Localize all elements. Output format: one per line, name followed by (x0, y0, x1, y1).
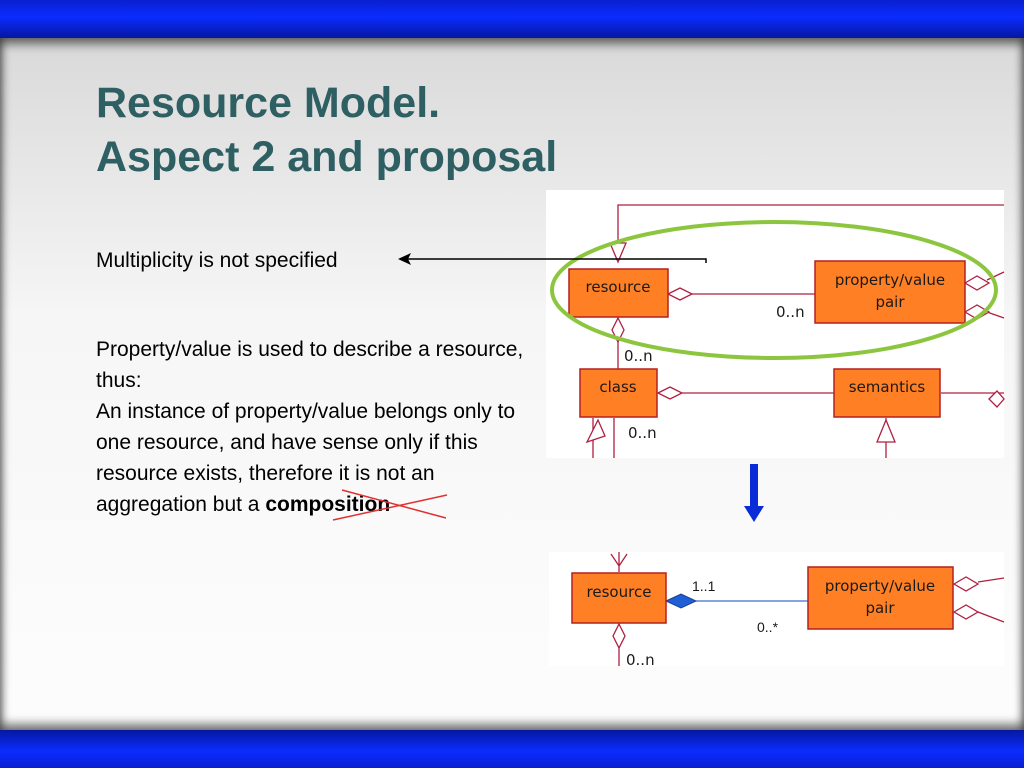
multiplicity-bottom-below: 0..n (626, 651, 655, 669)
multiplicity-one: 1..1 (692, 578, 716, 594)
class-box-resource (568, 268, 669, 318)
strike-line-2 (332, 494, 448, 521)
pointer-arrow-head (398, 253, 411, 265)
top-blue-band (0, 0, 1024, 38)
bottom-class-label-resource: resource (587, 583, 652, 601)
multiplicity-many: 0..* (757, 619, 779, 635)
aggregation-diamond-semantics-right (988, 390, 1005, 408)
multiplicity-class: 0..n (624, 347, 653, 365)
generalization-triangle-semantics (876, 418, 896, 443)
slide-title: Resource Model. Aspect 2 and proposal (96, 76, 557, 184)
down-arrow-head (744, 506, 764, 522)
multiplicity-note: Multiplicity is not specified (96, 249, 338, 272)
bottom-pv-diamond-1 (952, 576, 980, 592)
title-line-2: Aspect 2 and proposal (96, 133, 558, 181)
bottom-blue-band (0, 730, 1024, 768)
bottom-aggregation-diamond-down (612, 622, 626, 650)
highlight-ellipse (550, 220, 998, 360)
multiplicity-pv: 0..n (776, 303, 805, 321)
composition-diamond (664, 593, 698, 609)
bottom-pv-diamond-2 (952, 604, 980, 620)
bottom-class-label-pv-line1: property/value (825, 577, 935, 595)
composition-keyword: composition (265, 493, 391, 516)
pointer-arrow-line (408, 258, 707, 263)
inheritance-line-top (617, 204, 1004, 242)
paragraph-line-1: Property/value is used to describe a res… (96, 338, 524, 392)
class-label-pv-line1: property/value (835, 271, 945, 289)
title-line-1: Resource Model. (96, 79, 441, 127)
aggregation-diamond-pv-right-1 (963, 275, 991, 291)
down-arrow-shaft (750, 464, 758, 508)
aggregation-diamond-semantics (656, 386, 684, 400)
paragraph-line-2: An instance of property/value belongs on… (96, 396, 526, 520)
bottom-pv-right-lines (977, 577, 1005, 623)
bottom-class-box-resource (571, 572, 667, 624)
class-label-semantics: semantics (849, 378, 926, 396)
strike-line-1 (341, 489, 447, 519)
class-box-semantics (833, 368, 941, 418)
multiplicity-class-below: 0..n (628, 424, 657, 442)
bottom-class-box-property-value (807, 566, 954, 630)
composition-explanation: Property/value is used to describe a res… (96, 334, 526, 520)
class-box-class (579, 368, 658, 418)
bottom-generalization-top (610, 552, 628, 572)
class-label-pv-line2: pair (875, 293, 905, 311)
pv-right-lines (986, 271, 1005, 319)
aggregation-diamond-pv (666, 287, 694, 301)
generalization-triangle-class (585, 418, 606, 444)
bottom-class-label-pv-line2: pair (865, 599, 895, 617)
class-label-resource: resource (586, 278, 651, 296)
class-label-class: class (599, 378, 636, 396)
class-box-property-value (814, 260, 966, 324)
paragraph-body: An instance of property/value belongs on… (96, 400, 516, 516)
